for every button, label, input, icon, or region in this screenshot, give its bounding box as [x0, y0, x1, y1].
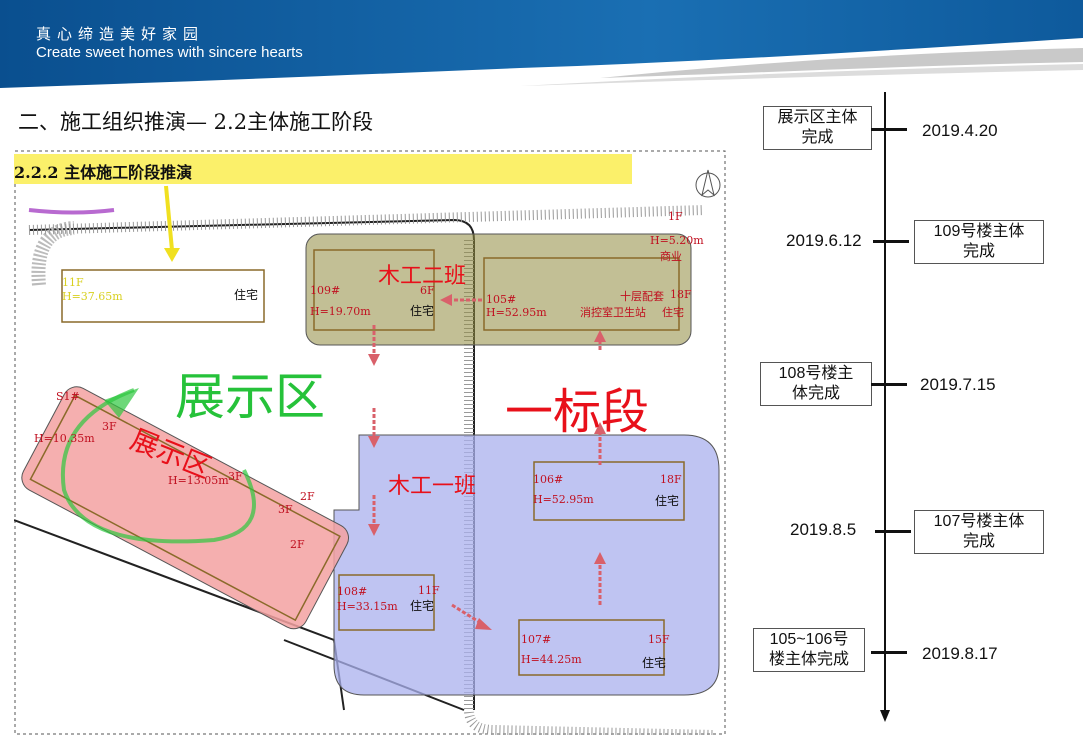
building-105-floors: 18F	[670, 288, 692, 301]
display-bldg-height2: H=13.05m	[168, 474, 229, 487]
building-106-height: H=52.95m	[533, 493, 594, 506]
building-106-id: 106#	[533, 473, 564, 486]
display-bldg-height1: H=10.35m	[34, 432, 95, 445]
milestone-2-line2: 完成	[962, 243, 995, 260]
building-left-id: 11F	[62, 276, 84, 289]
milestone-3-date: 2019.7.15	[920, 375, 996, 394]
milestone-1-date: 2019.4.20	[922, 121, 998, 140]
milestone-1-line1: 展示区主体	[777, 109, 858, 126]
milestone-5-date: 2019.8.17	[922, 644, 998, 663]
milestone-3-label: 108号楼主 体完成	[760, 362, 872, 406]
slogan-english: Create sweet homes with sincere hearts	[36, 44, 303, 61]
building-108-floors: 11F	[418, 584, 440, 597]
building-108-id: 108#	[337, 585, 368, 598]
building-106-use: 住宅	[655, 494, 680, 508]
building-109-id: 109#	[310, 284, 341, 297]
milestone-1-tick	[871, 128, 907, 131]
milestone-4-tick	[875, 530, 911, 533]
building-1f-height: H=5.20m	[650, 234, 704, 247]
display-bldg-f3: 3F	[278, 503, 293, 516]
display-bldg-f4: 2F	[300, 490, 315, 503]
milestone-4-date: 2019.8.5	[790, 520, 857, 539]
milestone-5-line1: 105~106号	[769, 631, 849, 648]
building-left-use: 住宅	[234, 288, 259, 302]
display-bldg-id: S1#	[56, 390, 80, 403]
subtitle: 2.2.2 主体施工阶段推演	[14, 163, 193, 182]
timeline-axis	[880, 92, 890, 722]
section-title: 二、施工组织推演— 2.2主体施工阶段	[18, 110, 374, 134]
building-107-height: H=44.25m	[521, 653, 582, 666]
label-carpentry-team-2: 木工二班	[378, 264, 467, 289]
building-109-use: 住宅	[410, 304, 435, 318]
label-carpentry-team-1: 木工一班	[388, 474, 477, 499]
milestone-2-date: 2019.6.12	[786, 231, 862, 250]
building-108-use: 住宅	[410, 599, 435, 613]
building-107-use: 住宅	[642, 656, 667, 670]
building-106-floors: 18F	[660, 473, 682, 486]
building-109-height: H=19.70m	[310, 305, 371, 318]
display-bldg-f1: 3F	[102, 420, 117, 433]
subtitle-bar	[14, 154, 632, 184]
slogan-chinese: 真心缔造美好家园	[36, 25, 205, 43]
label-display-area: 展示区	[175, 368, 325, 426]
display-bldg-f5: 2F	[290, 538, 305, 551]
building-105-extra: 十层配套	[620, 290, 664, 303]
label-tender-section: 一标段	[505, 384, 650, 440]
milestone-5-line2: 楼主体完成	[768, 651, 849, 668]
milestone-5-tick	[871, 651, 907, 654]
building-109-floors: 6F	[420, 284, 435, 297]
header-banner	[0, 0, 1083, 100]
building-105-extra2: 消控室卫生站	[580, 306, 646, 319]
milestone-1-line2: 完成	[801, 129, 834, 146]
building-105-height: H=52.95m	[486, 306, 547, 319]
zone-display-area	[21, 386, 350, 630]
milestone-1-label: 展示区主体 完成	[763, 106, 872, 150]
display-bldg-f2: 3F	[228, 470, 243, 483]
milestone-4-line2: 完成	[962, 533, 995, 550]
site-plan	[14, 150, 726, 735]
north-arrow-icon	[695, 169, 721, 198]
building-108-height: H=33.15m	[337, 600, 398, 613]
building-107-id: 107#	[521, 633, 552, 646]
building-105-id: 105#	[486, 293, 517, 306]
milestone-2-line1: 109号楼主体	[933, 223, 1025, 240]
milestone-2-label: 109号楼主体 完成	[914, 220, 1044, 264]
building-1f-floors: 1F	[668, 210, 683, 223]
building-left-height: H=37.65m	[62, 290, 123, 303]
zone-carpentry-team-2	[305, 233, 692, 346]
building-107-floors: 15F	[648, 633, 670, 646]
milestone-3-tick	[871, 383, 907, 386]
milestone-2-tick	[873, 240, 909, 243]
milestone-3-line2: 体完成	[791, 385, 840, 402]
milestone-4-line1: 107号楼主体	[933, 513, 1025, 530]
building-105-use: 住宅	[662, 306, 684, 319]
milestone-4-label: 107号楼主体 完成	[914, 510, 1044, 554]
milestone-3-line1: 108号楼主	[778, 365, 854, 382]
building-1f-use: 商业	[660, 250, 682, 263]
milestone-5-label: 105~106号 楼主体完成	[753, 628, 865, 672]
